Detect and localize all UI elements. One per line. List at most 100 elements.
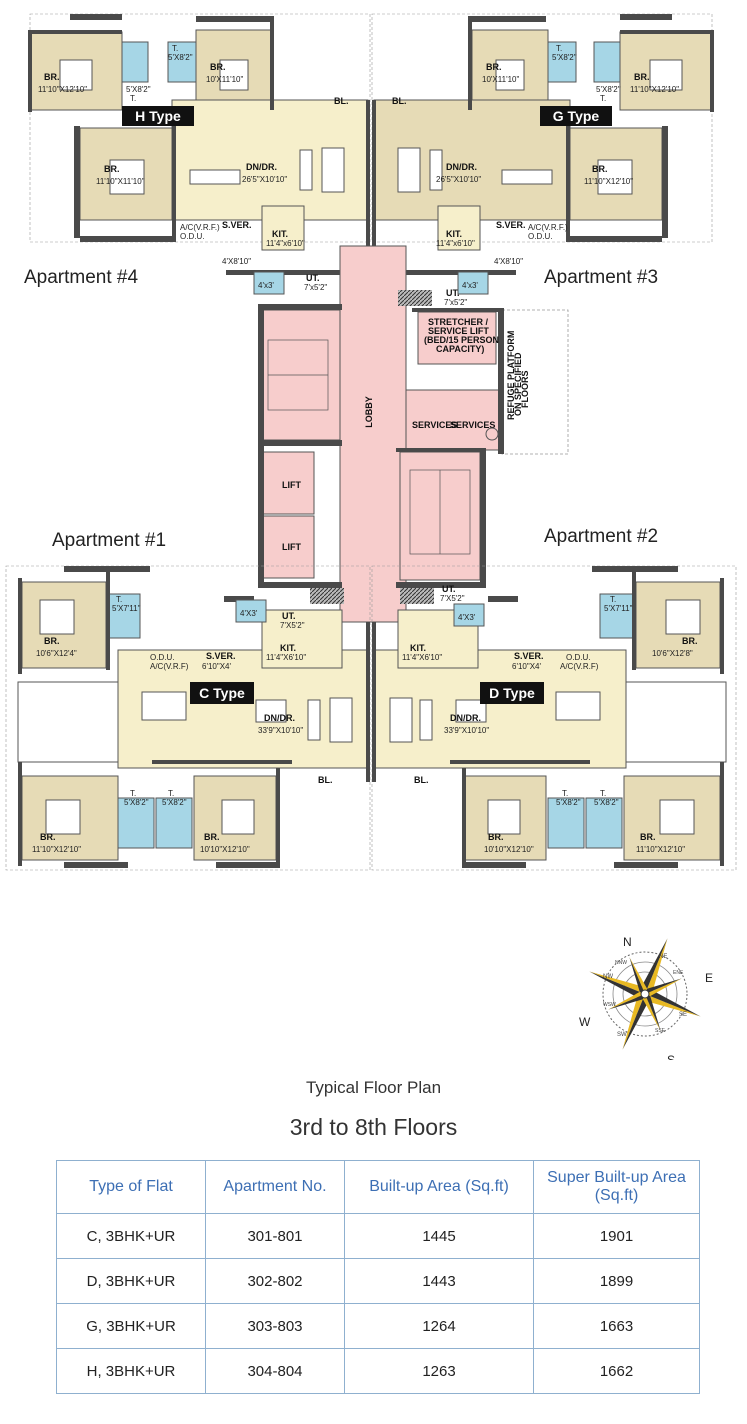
table-cell: 303-803 [205, 1303, 345, 1349]
room-label: BR. [682, 636, 698, 646]
room-label: BL. [318, 775, 333, 785]
toilet [599, 593, 637, 639]
room-dimension: 7'x5'2" [444, 298, 467, 307]
room-dimension: 33'9"X10'10" [258, 726, 303, 735]
room-label: T. [556, 44, 562, 53]
room-dimension: 11'4"x6'10" [436, 239, 475, 248]
compass-label: W [579, 1015, 591, 1029]
room-label: T. [600, 94, 606, 103]
room-label: BR. [204, 832, 220, 842]
column-header: Built-up Area (Sq.ft) [344, 1160, 534, 1214]
room-label: S.VER. [222, 220, 252, 230]
room-dimension: 5'X8'2" [594, 798, 619, 807]
column-header: Type of Flat [56, 1160, 206, 1214]
toilet [453, 603, 485, 627]
room-dimension: 5'X8'2" [162, 798, 187, 807]
apartment-label: Apartment #3 [544, 267, 658, 288]
apartment-label: Apartment #1 [52, 530, 166, 551]
room-dimension: 11'10"X12'10" [630, 85, 679, 94]
room-dimension: 4'X8'10" [494, 257, 523, 266]
kitchen [261, 205, 305, 251]
type-badge [540, 106, 612, 126]
room-dimension: 10'10"X12'10" [200, 845, 250, 854]
compass-label: SE [679, 1012, 687, 1018]
room-label: O.D.U. [566, 653, 590, 662]
room-label: KIT. [446, 229, 462, 239]
compass-label: E [705, 971, 713, 985]
room-dimension: 4'X8'10" [222, 257, 251, 266]
toilet [155, 797, 193, 849]
services-label: SERVICES [412, 420, 457, 430]
room-dimension: 10'6"X12'8" [652, 649, 693, 658]
room-label: T. [116, 595, 122, 604]
room-label: BR. [486, 62, 502, 72]
bedroom [463, 775, 547, 861]
apartment-4-plan: BR. 11'10"X12'10" BR. 10'X11'10" BR. 11'… [24, 13, 376, 295]
room-dimension: 26'5"X10'10" [436, 175, 481, 184]
room-dimension: 10'6"X12'4" [36, 649, 77, 658]
table-row: G, 3BHK+UR 303-803 1264 1663 [56, 1303, 700, 1349]
toilet [547, 797, 585, 849]
room-label: KIT. [280, 643, 296, 653]
apartment-2-plan: BR. 10'6"X12'8" T. 5'X7'11" O.D.U. A/C(V… [371, 526, 737, 871]
table-cell: 1263 [344, 1348, 534, 1394]
lift-left-1 [261, 451, 315, 515]
room-label: KIT. [272, 229, 288, 239]
type-label: C Type [199, 685, 245, 701]
room-dimension: 11'10"X12'10" [32, 845, 81, 854]
room-label: A/C(V.R.F) [150, 662, 189, 671]
apartment-label: Apartment #2 [544, 526, 658, 547]
apartment-3-plan: BR. 10'X11'10" BR. 11'10"X12'10" BR. 11'… [366, 13, 714, 307]
apartment-label: Apartment #4 [24, 267, 138, 288]
room-label: A/C(V.R.F) [560, 662, 599, 671]
table-row: C, 3BHK+UR 301-801 1445 1901 [56, 1213, 700, 1259]
room-dimension: 7'X5'2" [440, 594, 465, 603]
toilet [253, 271, 285, 295]
apartment-1-plan: BR. 10'6"X12'4" T. 5'X7'11" O.D.U. A/C(V… [5, 530, 371, 871]
room-dimension: 6'10"X4' [512, 662, 542, 671]
hydrant-icon [485, 427, 499, 441]
room-label: BL. [334, 96, 349, 106]
room-label: UT. [282, 611, 296, 621]
room-dimension: 7'x5'2" [304, 283, 327, 292]
room-dimension: 11'10"X12'10" [584, 177, 633, 186]
table-cell: 1899 [533, 1258, 700, 1304]
room-dimension: 11'4"x6'10" [266, 239, 305, 248]
room-label: BR. [104, 164, 120, 174]
room-label: BR. [634, 72, 650, 82]
compass-label: WSW [603, 1002, 616, 1008]
refuge-label: ON SPECIFIED [513, 352, 523, 416]
toilet [457, 271, 489, 295]
compass-label: S [667, 1053, 675, 1060]
table-row: D, 3BHK+UR 302-802 1443 1899 [56, 1258, 700, 1304]
room-label: T. [130, 94, 136, 103]
table-cell: 301-801 [205, 1213, 345, 1259]
type-label: D Type [489, 685, 535, 701]
room-label: T. [172, 44, 178, 53]
room-dimension: 4'x3' [258, 281, 274, 290]
column-header: Apartment No. [205, 1160, 345, 1214]
room-dimension: 5'X8'2" [596, 85, 621, 94]
room-dimension: 10'X11'10" [482, 75, 519, 84]
room-label: BR. [44, 72, 60, 82]
room-label: BR. [210, 62, 226, 72]
toilet [547, 41, 577, 83]
table-cell: 1264 [344, 1303, 534, 1349]
table-cell: 1445 [344, 1213, 534, 1259]
lift-left-2 [261, 515, 315, 579]
room-label: DN/DR. [446, 162, 477, 172]
room-dimension: 6'10"X4' [202, 662, 232, 671]
room-label: UT. [442, 584, 456, 594]
room-dimension: 7'X5'2" [280, 621, 305, 630]
compass-label: NNW [615, 960, 627, 966]
room-dimension: 5'X7'11" [112, 604, 141, 613]
toilet [167, 41, 197, 83]
table-cell: 1901 [533, 1213, 700, 1259]
room-label: DN/DR. [264, 713, 295, 723]
room-dimension: 5'X8'2" [126, 85, 151, 94]
kitchen [437, 205, 481, 251]
room-dimension: 11'4"X6'10" [402, 653, 442, 662]
table-cell: 1662 [533, 1348, 700, 1394]
compass-label: NE [659, 954, 667, 960]
room-dimension: 11'4"X6'10" [266, 653, 306, 662]
